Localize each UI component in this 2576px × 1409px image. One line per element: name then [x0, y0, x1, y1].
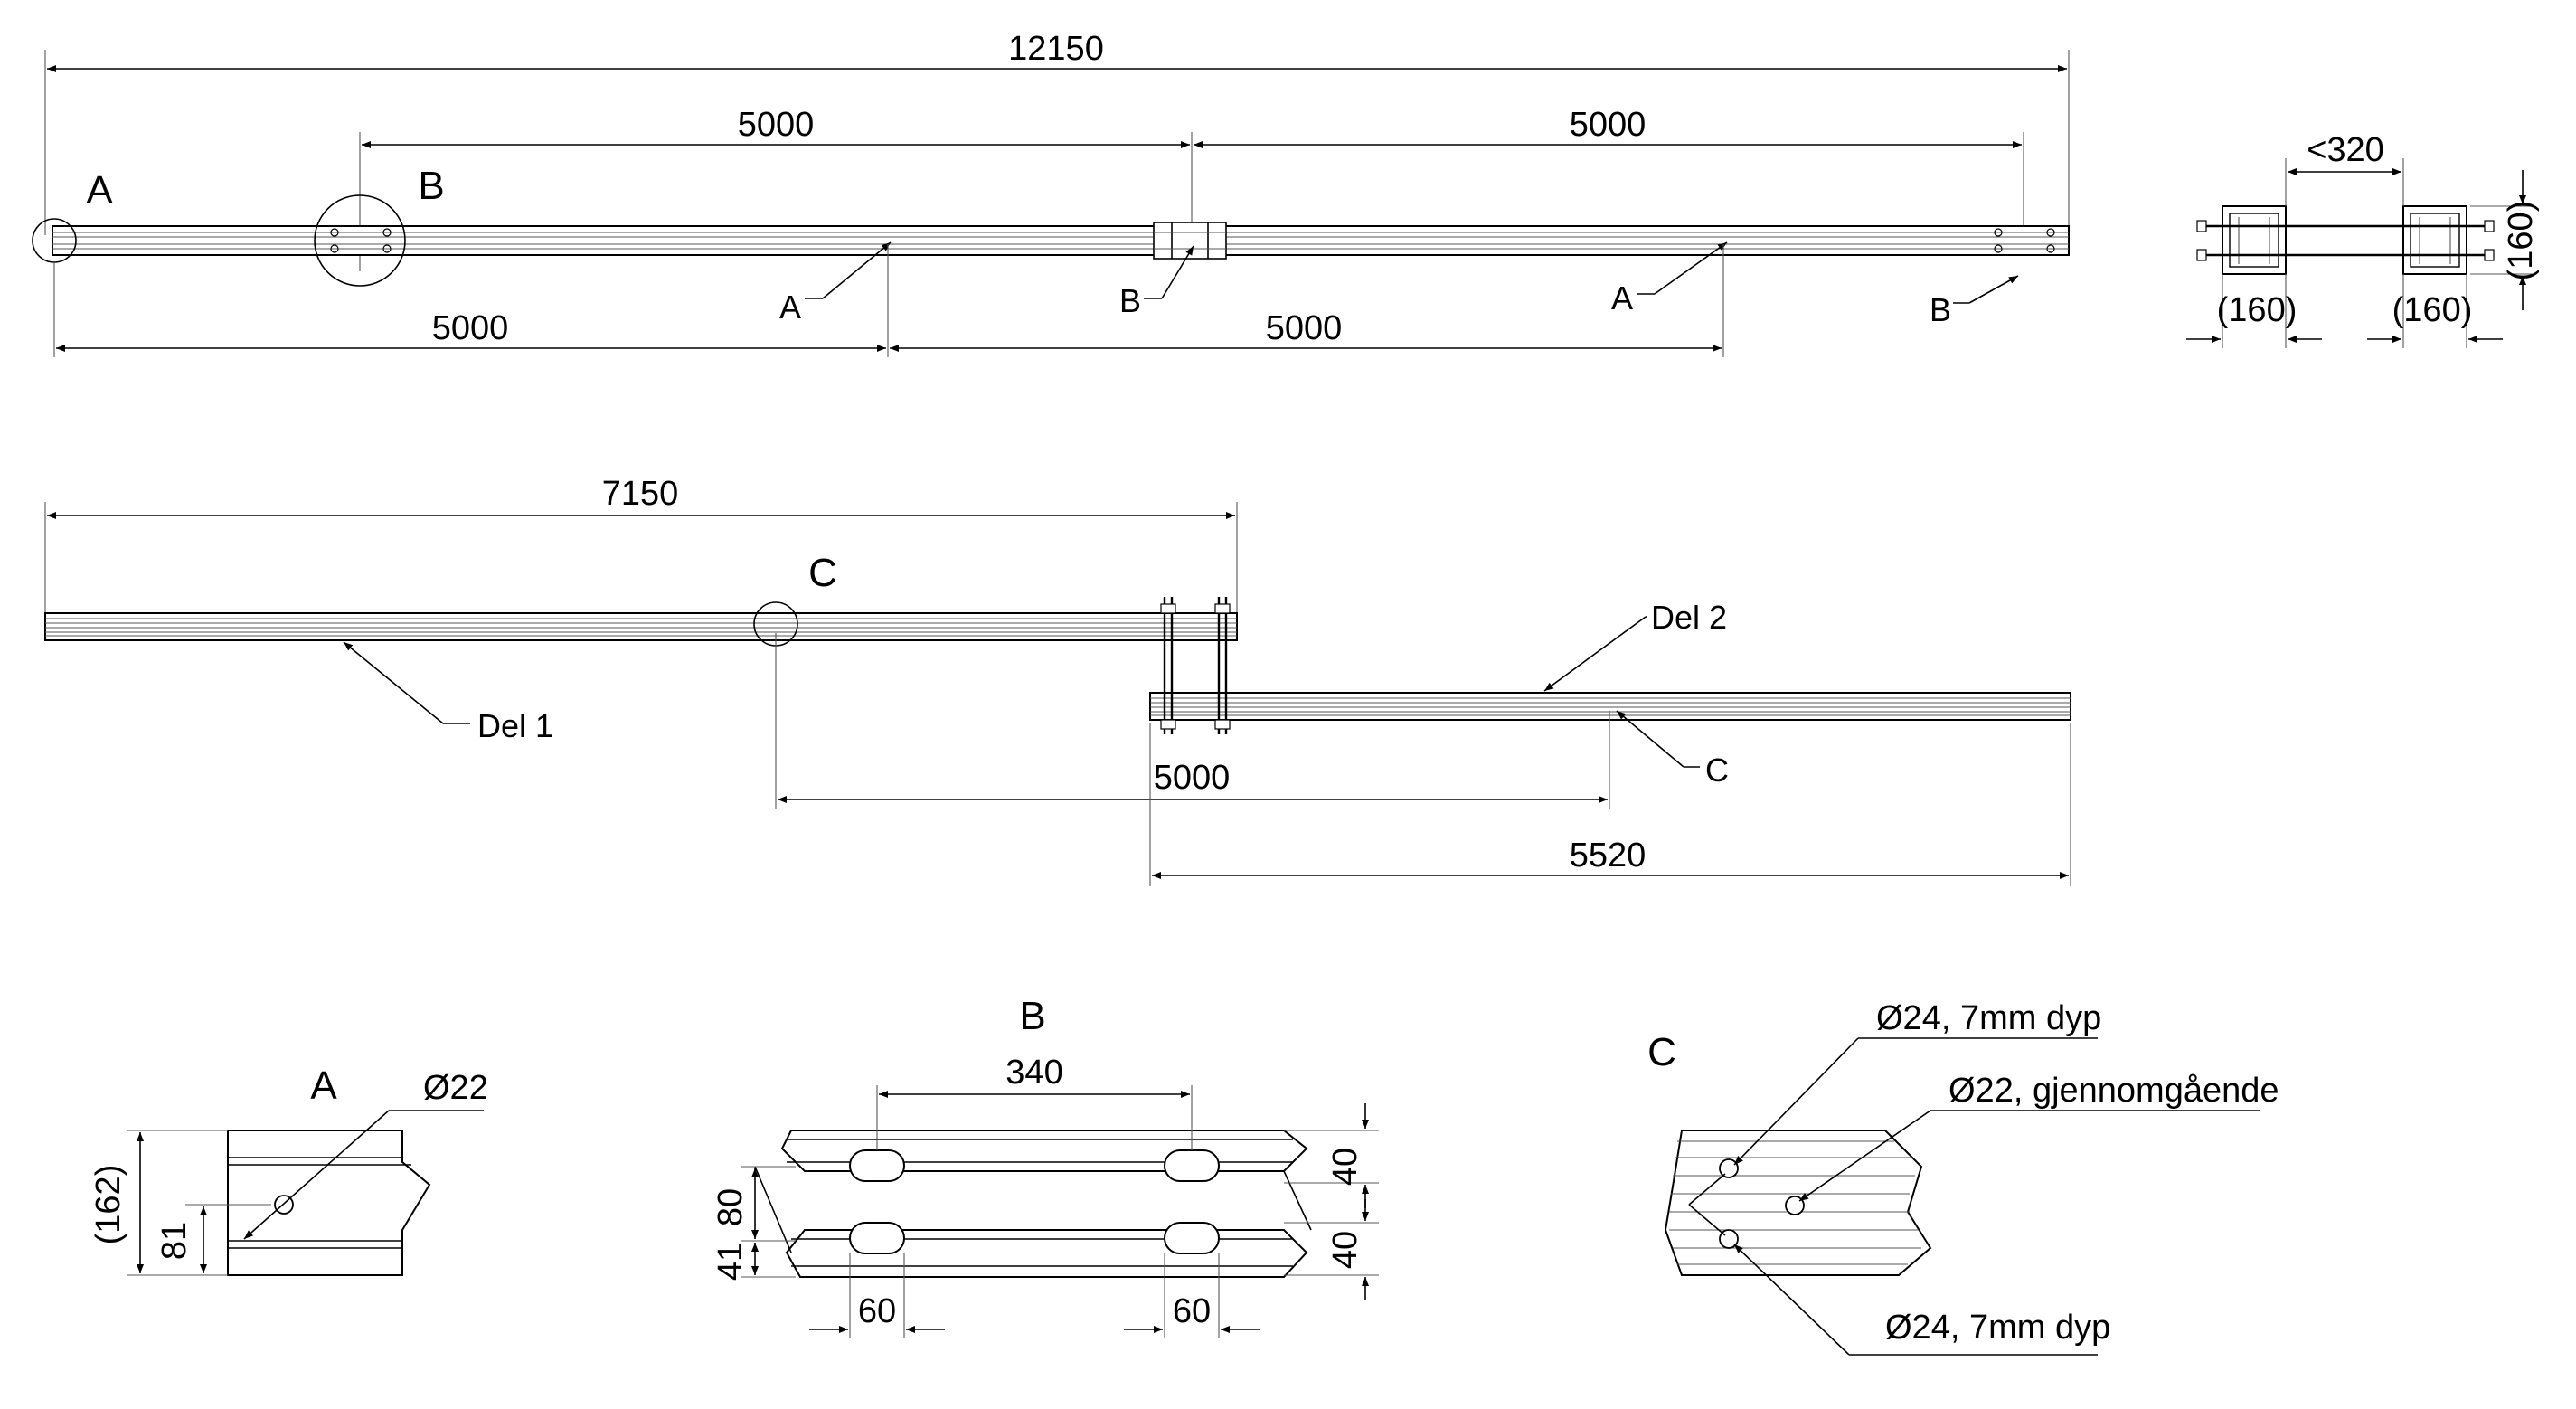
detail-b-h41-text: 41 [712, 1243, 750, 1281]
detail-label-a: A [86, 168, 113, 213]
dim-overall-text: 12150 [1008, 30, 1104, 68]
detail-circle-b [314, 194, 406, 287]
top-view: 12150 5000 5000 [32, 30, 2070, 357]
detail-a-height-text: (162) [90, 1165, 127, 1245]
detail-a: A Ø22 (162) 81 [90, 1064, 488, 1276]
detail-b: B 340 40 40 [712, 994, 1379, 1338]
dim-height-text: (160) [2502, 201, 2540, 281]
detail-b-top-off-text: 40 [1326, 1148, 1364, 1186]
svg-text:Del 2: Del 2 [1651, 599, 1727, 636]
dim-del2-length-text: 5520 [1570, 837, 1647, 875]
dim-lower-left-text: 5000 [432, 309, 509, 347]
leader-b1: B [1119, 245, 1194, 319]
beam-del1 [44, 612, 1238, 641]
detail-label-b: B [418, 164, 444, 208]
detail-c-note-mid: Ø22, gjennomgående [1949, 1072, 2279, 1110]
detail-a-hole-text: Ø22 [423, 1069, 488, 1107]
svg-text:A: A [1611, 279, 1633, 317]
detail-b-title: B [1019, 994, 1045, 1038]
dim-lower: 5000 5000 [53, 244, 1724, 357]
dim-upper: 5000 5000 [359, 106, 2024, 271]
detail-c-note-top: Ø24, 7mm dyp [1876, 999, 2101, 1037]
svg-text:B: B [1930, 291, 1951, 328]
svg-text:Del 1: Del 1 [477, 707, 553, 744]
dim-del1-length-text: 7150 [602, 475, 679, 513]
detail-b-bot-off-text: 40 [1326, 1231, 1364, 1269]
leader-del2: Del 2 [1543, 599, 1727, 692]
detail-b-w-right-text: 60 [1173, 1292, 1211, 1330]
leader-c: C [1616, 710, 1729, 789]
leader-b2: B [1930, 275, 2019, 328]
detail-b-h80-text: 80 [712, 1188, 750, 1226]
detail-b-spacing-text: 340 [1005, 1054, 1062, 1092]
dim-lower-right-text: 5000 [1266, 309, 1343, 347]
dim-upper-right-text: 5000 [1570, 106, 1647, 144]
beam-del2 [1149, 692, 2071, 721]
detail-c-note-bottom: Ø24, 7mm dyp [1885, 1309, 2110, 1347]
detail-label-c: C [808, 551, 837, 595]
detail-a-title: A [310, 1064, 337, 1108]
dim-upper-left-text: 5000 [738, 106, 815, 144]
svg-text:B: B [1119, 282, 1141, 319]
svg-text:C: C [1705, 752, 1729, 789]
leader-a2: A [1611, 241, 1728, 317]
dim-overall: 12150 [44, 30, 2070, 235]
detail-c-title: C [1647, 1030, 1676, 1074]
detail-a-mid-text: 81 [156, 1222, 193, 1260]
side-view: 7150 [44, 475, 2071, 886]
connector-bolts [1160, 597, 1231, 734]
detail-b-w-left-text: 60 [858, 1292, 896, 1330]
beam-top-view [52, 222, 2070, 260]
svg-text:A: A [779, 288, 801, 326]
leader-a1: A [779, 241, 892, 326]
dim-left-w-text: (160) [2217, 291, 2298, 329]
end-view: <320 (160) (160) (160) [2186, 131, 2540, 348]
dim-offset-text: 5000 [1154, 759, 1231, 797]
dim-right-w-text: (160) [2392, 291, 2473, 329]
dim-spread-text: <320 [2307, 131, 2384, 169]
detail-c: C Ø24, 7mm dyp Ø22, gjennomgående Ø24, 7… [1647, 999, 2279, 1356]
leader-del1: Del 1 [343, 641, 553, 744]
